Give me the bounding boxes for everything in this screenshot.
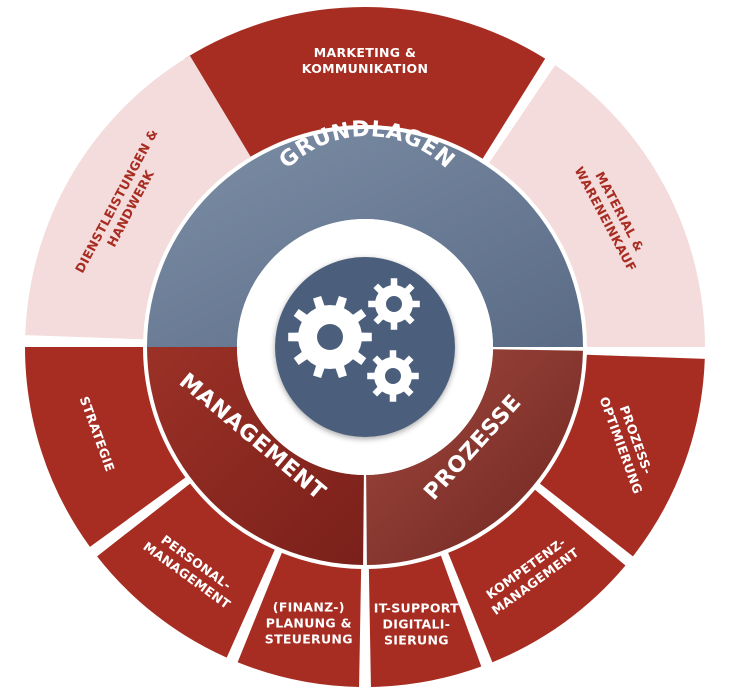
small-gear-bottom-icon: [367, 350, 419, 402]
segment-label-line: IT-SUPPORT: [374, 600, 459, 615]
segment-label-line: MARKETING &: [314, 45, 416, 60]
segment-label-line: KOMMUNIKATION: [302, 61, 428, 76]
segment-label-line: DIGITALI-: [383, 616, 451, 631]
inner-section-grundlagen: [147, 129, 583, 347]
segment-label-line: (FINANZ-): [273, 599, 345, 614]
segment-label-finanz: (FINANZ-)PLANUNG &STEUERUNG: [265, 599, 353, 646]
segment-strategie: [25, 347, 186, 547]
gears-icon: [288, 278, 420, 402]
segment-label-line: PLANUNG &: [266, 615, 352, 630]
segment-finanz: [237, 552, 362, 687]
segment-label-marketing: MARKETING &KOMMUNIKATION: [302, 45, 428, 76]
inner-section-management: [147, 347, 364, 565]
large-gear-icon: [288, 295, 372, 379]
inner-section-prozesse: [366, 349, 583, 565]
segment-label-line: STEUERUNG: [265, 631, 353, 646]
segment-kompetenz: [448, 489, 626, 663]
segment-label-line: SIERUNG: [384, 632, 449, 647]
segment-itsupport: [368, 555, 482, 687]
segment-dienstleistungen: [25, 55, 251, 340]
segment-marketing: [184, 7, 546, 159]
inner-ring: [147, 129, 583, 565]
segment-material: [489, 65, 705, 347]
segment-prozessoptimierung: [539, 354, 705, 557]
small-gear-top-icon: [368, 278, 420, 330]
segment-personal: [97, 483, 275, 658]
